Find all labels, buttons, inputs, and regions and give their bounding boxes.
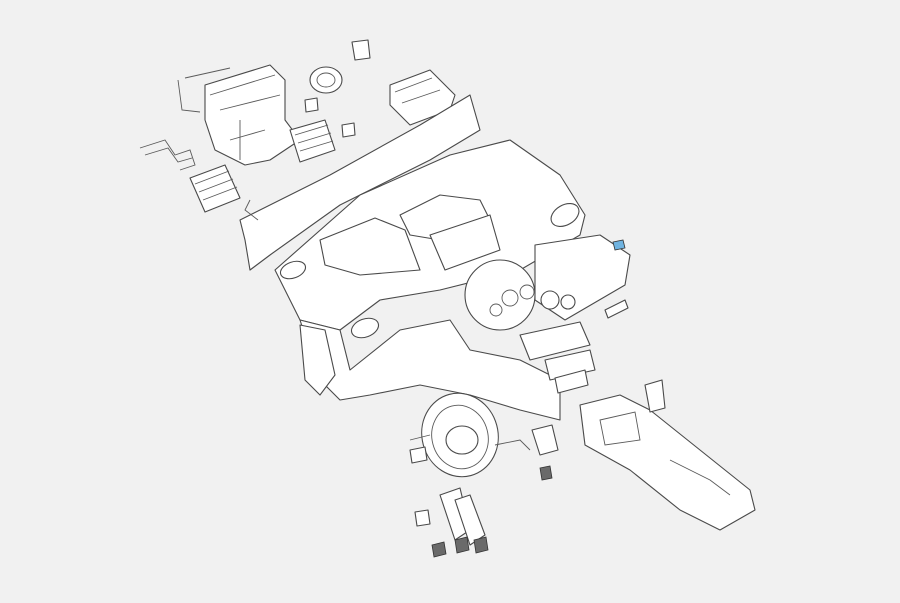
small-cap <box>341 122 356 138</box>
blue-clip <box>612 239 626 251</box>
wiring <box>244 199 531 451</box>
passenger-airbag-module <box>389 69 456 126</box>
hvac-housing <box>177 64 301 166</box>
vent-trim <box>604 299 629 319</box>
cabin-filter <box>289 119 336 163</box>
dashboard-panel <box>274 139 586 339</box>
radio-units <box>519 321 596 394</box>
connector <box>409 446 428 464</box>
accelerator-pedal <box>531 424 559 481</box>
cross-car-beam <box>239 94 481 271</box>
center-console <box>579 394 756 531</box>
center-stack <box>534 234 631 321</box>
cabin-filter-2 <box>189 164 241 213</box>
side-end-cap <box>299 324 336 396</box>
instrument-cluster <box>464 259 536 331</box>
blower-fan <box>309 66 343 94</box>
heater-pipe <box>139 139 196 171</box>
small-block <box>304 97 319 113</box>
pedal-box <box>414 487 489 558</box>
cup-holder <box>644 379 666 413</box>
lower-dash-panel <box>299 319 561 421</box>
steering-wheel <box>421 392 499 478</box>
small-clip <box>351 39 371 61</box>
